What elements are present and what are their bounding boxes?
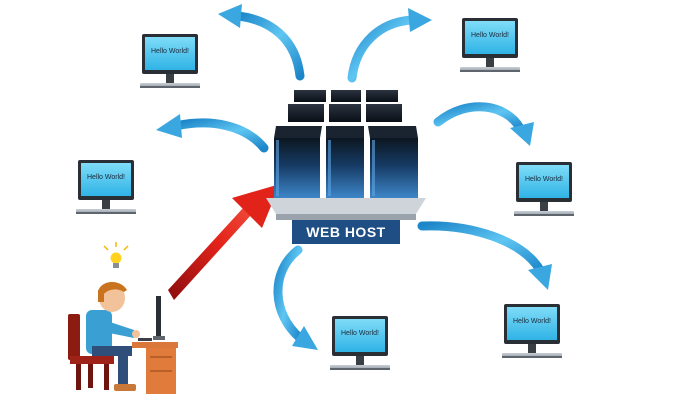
lightbulb-icon [103,242,129,268]
upload-arrow-icon [168,184,280,300]
curved-arrow-icon [273,245,318,350]
screen-text: Hello World! [87,174,125,181]
client-monitor-3: Hello World! [76,160,136,214]
screen-text: Hello World! [513,318,551,325]
curved-arrow-icon [433,102,534,146]
server-rack-icon [266,90,426,220]
screen-text: Hello World! [341,330,379,337]
client-monitor-2: Hello World! [460,18,520,72]
curved-arrow-icon [218,4,305,81]
client-monitor-6: Hello World! [502,304,562,358]
curved-arrow-icon [347,8,432,83]
web-host-label: WEB HOST [306,224,385,240]
developer-figure [68,242,178,394]
client-monitor-5: Hello World! [330,316,390,370]
curved-arrow-icon [417,221,552,290]
screen-text: Hello World! [525,176,563,183]
client-monitor-1: Hello World! [140,34,200,88]
curved-arrow-icon [156,114,269,153]
client-monitor-4: Hello World! [514,162,574,216]
screen-text: Hello World! [151,48,189,55]
screen-text: Hello World! [471,32,509,39]
web-host-badge: WEB HOST [292,220,400,244]
